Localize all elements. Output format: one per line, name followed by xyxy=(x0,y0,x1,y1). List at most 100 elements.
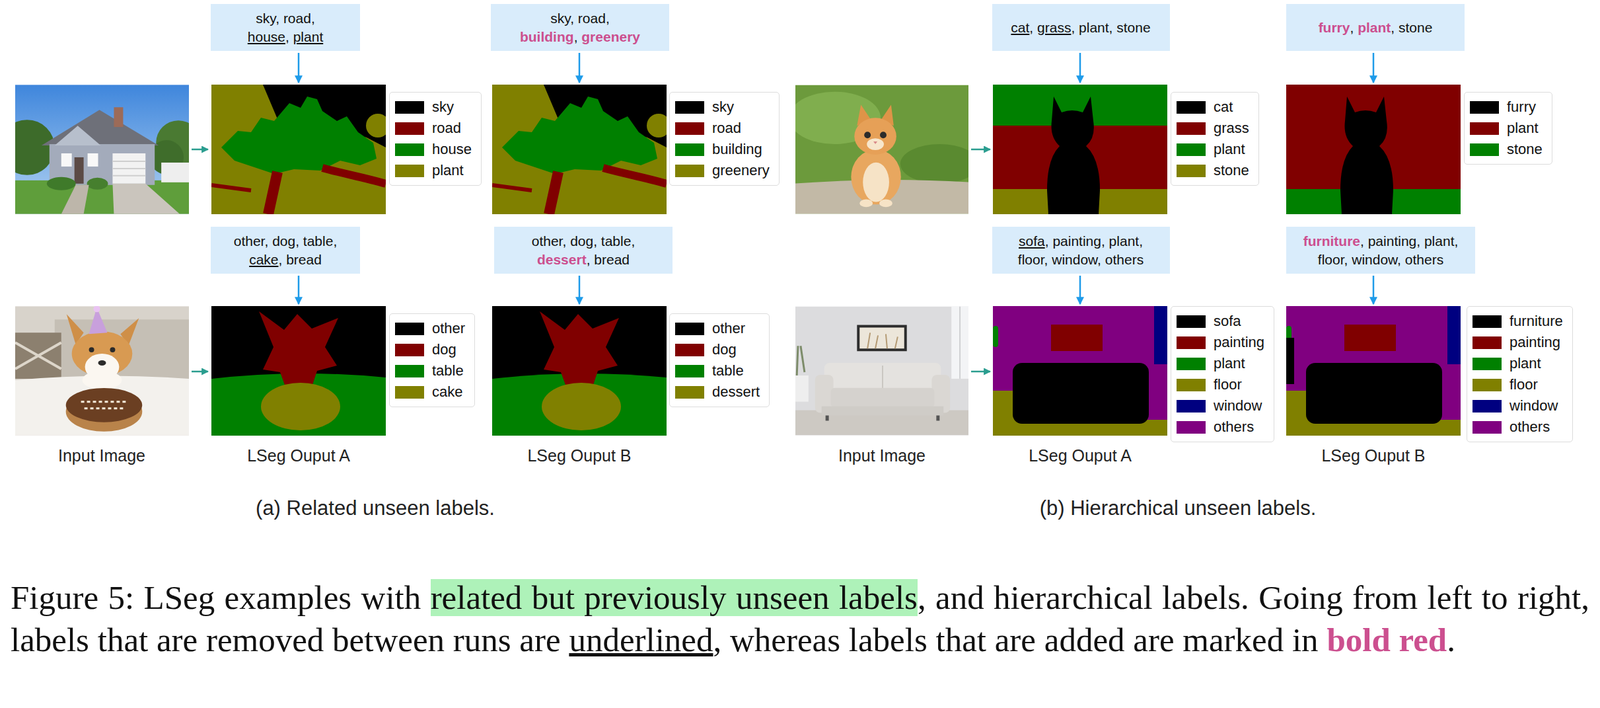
label-separator: , xyxy=(1101,233,1110,249)
label-word: sky xyxy=(550,10,571,26)
legend-label: window xyxy=(1213,397,1262,415)
legend-label: furry xyxy=(1506,98,1536,116)
legend-label: table xyxy=(712,362,744,380)
label-prompt-box: furniture, painting, plant, floor, windo… xyxy=(1286,226,1476,274)
legend-box: skyroadhouseplant xyxy=(389,91,482,186)
input-photo xyxy=(850,149,901,205)
panel-caption: LSeg Ouput B xyxy=(527,445,631,466)
panel-caption: LSeg Ouput A xyxy=(247,445,351,466)
legend-row: other xyxy=(395,317,466,339)
legend-label: others xyxy=(1509,418,1550,436)
input-photo xyxy=(0,119,55,176)
label-word: dog xyxy=(272,233,296,249)
legend-row: house xyxy=(395,138,472,160)
legend-label: stone xyxy=(1506,140,1543,158)
label-separator: , xyxy=(1390,19,1399,36)
legend-row: road xyxy=(395,117,472,139)
legend-row: others xyxy=(1176,416,1265,438)
legend-swatch xyxy=(675,101,705,114)
input-photo xyxy=(873,141,878,145)
legend-swatch xyxy=(1176,143,1206,156)
legend-swatch xyxy=(675,122,705,135)
label-word: cat xyxy=(1010,19,1030,36)
label-separator: , xyxy=(574,29,582,45)
legend-swatch xyxy=(675,164,705,178)
legend-row: plant xyxy=(395,159,472,182)
label-separator: , xyxy=(332,233,337,249)
legend-row: cake xyxy=(395,381,466,403)
legend-box: catgrassplantstone xyxy=(1170,91,1260,186)
label-word: sofa xyxy=(1018,233,1046,249)
caption-emphasis: underlined xyxy=(568,620,713,658)
legend-row: floor xyxy=(1176,373,1265,396)
legend-box: furryplantstone xyxy=(1463,91,1553,165)
legend-label: others xyxy=(1213,418,1254,436)
legend-label: house xyxy=(432,140,472,158)
segmentation-map xyxy=(992,84,1168,215)
input-photo xyxy=(936,414,940,421)
legend-box: skyroadbuildinggreenery xyxy=(669,91,780,186)
legend-label: painting xyxy=(1509,333,1561,351)
label-word: greenery xyxy=(581,29,641,45)
legend-label: sky xyxy=(712,98,734,116)
label-list: sky, road, building, greenery xyxy=(519,9,641,46)
input-photo xyxy=(82,370,123,390)
caption-run: Figure 5: LSeg examples with xyxy=(10,578,431,616)
legend-label: table xyxy=(432,362,464,380)
prompt-arrow xyxy=(578,52,581,83)
label-prompt-box: furry, plant, stone xyxy=(1286,3,1465,51)
legend-swatch xyxy=(395,122,425,135)
legend-box: furniturepaintingplantfloorwindowothers xyxy=(1466,305,1573,442)
input-photo xyxy=(831,387,935,408)
input-photo xyxy=(859,327,904,349)
legend-label: furniture xyxy=(1509,312,1564,330)
label-word: furniture xyxy=(1303,233,1361,249)
input-photo xyxy=(15,332,62,379)
input-photo xyxy=(54,125,102,146)
segmentation-map xyxy=(1286,305,1461,436)
label-word: plant xyxy=(1357,19,1391,36)
legend-swatch xyxy=(395,164,425,178)
label-separator: , xyxy=(630,233,635,249)
input-photo xyxy=(61,184,90,215)
legend-row: furry xyxy=(1469,96,1543,118)
segmentation-map xyxy=(211,305,386,436)
legend-swatch xyxy=(395,364,425,378)
label-separator: , xyxy=(1138,233,1143,249)
label-word: furry xyxy=(1318,19,1351,36)
subfigure-caption: (b) Hierarchical unseen labels. xyxy=(1039,495,1317,520)
label-word: floor xyxy=(1018,251,1045,267)
legend-row: window xyxy=(1176,395,1265,417)
label-word: house xyxy=(247,29,286,45)
legend-label: other xyxy=(712,319,746,337)
input-photo xyxy=(112,153,146,184)
label-separator: , xyxy=(593,233,602,249)
legend-row: stone xyxy=(1176,159,1250,182)
label-list: furniture, painting, plant, floor, windo… xyxy=(1303,231,1459,269)
legend-swatch xyxy=(1176,336,1206,349)
label-separator: , xyxy=(570,10,579,26)
input-photo xyxy=(854,117,897,155)
legend-label: sofa xyxy=(1213,312,1242,330)
legend-swatch xyxy=(1472,399,1502,413)
label-separator: , xyxy=(1070,19,1079,36)
legend-swatch xyxy=(395,101,425,114)
legend-label: greenery xyxy=(712,161,770,180)
label-word: floor xyxy=(1317,251,1345,267)
label-word: window xyxy=(1351,251,1398,267)
legend-row: plant xyxy=(1176,138,1250,160)
legend-swatch xyxy=(1469,122,1499,135)
legend-swatch xyxy=(1176,164,1206,178)
input-photo xyxy=(825,414,830,421)
input-photo xyxy=(788,85,980,215)
legend-label: building xyxy=(712,140,763,158)
legend-swatch xyxy=(675,322,705,335)
label-separator: , xyxy=(1416,233,1425,249)
input-photo xyxy=(951,306,969,379)
segmentation-map xyxy=(1286,84,1461,215)
label-word: stone xyxy=(1116,19,1151,36)
label-list: furry, plant, stone xyxy=(1318,18,1433,37)
legend-box: otherdogtablecake xyxy=(389,313,475,407)
input-photo xyxy=(87,153,99,167)
label-word: window xyxy=(1051,251,1098,267)
